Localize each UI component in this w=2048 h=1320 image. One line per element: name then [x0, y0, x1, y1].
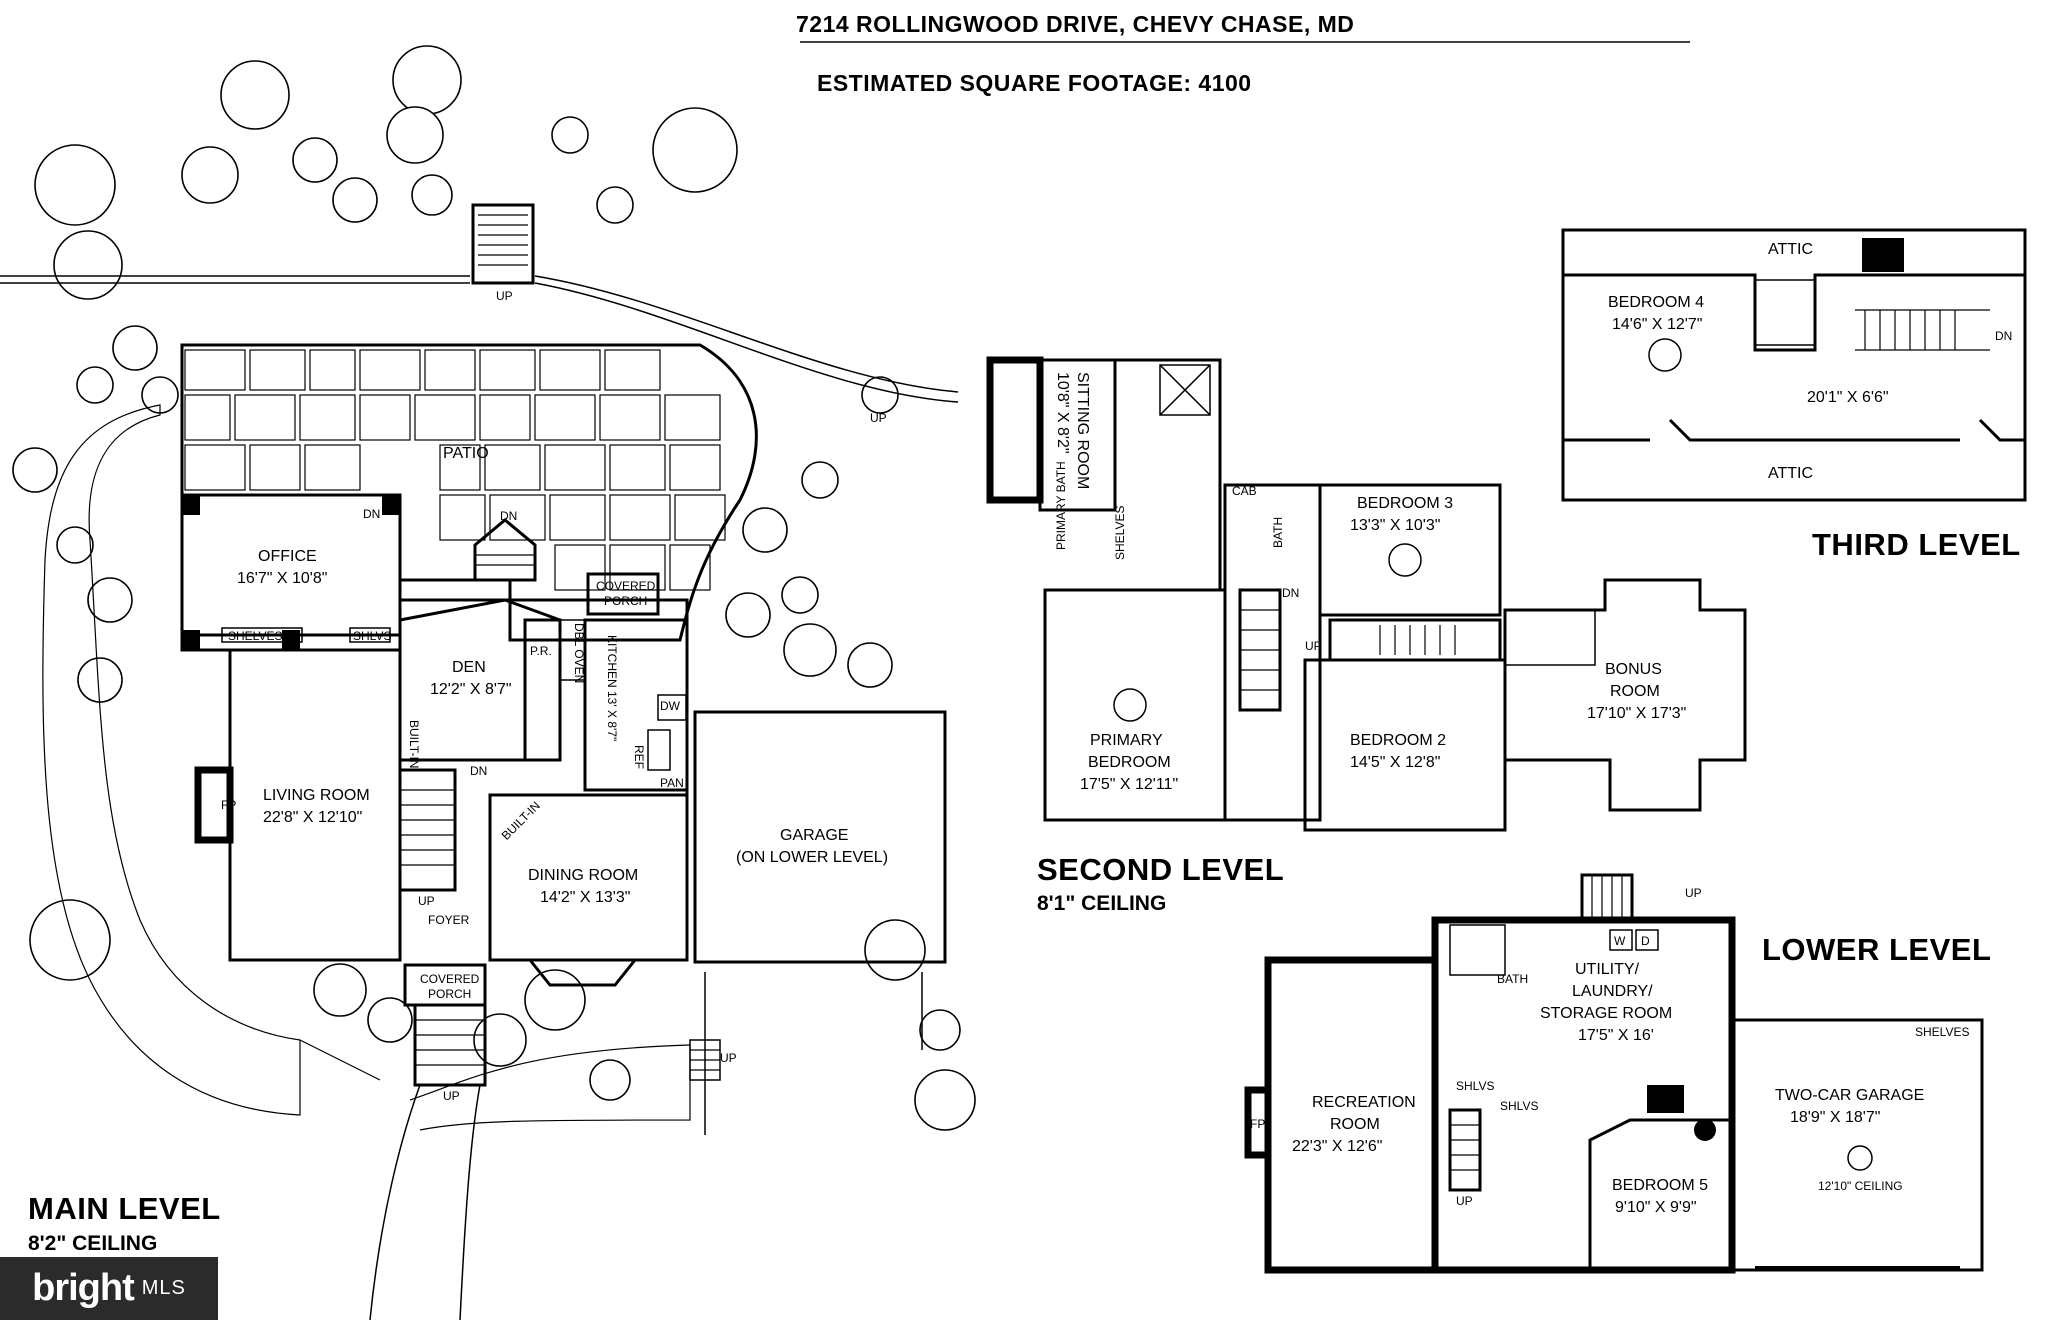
bonus-room-dimensions: 17'10" X 17'3"	[1587, 705, 1686, 722]
foyer-stair-dn-label: DN	[470, 764, 487, 778]
front-porch-label-2: PORCH	[428, 987, 471, 1001]
second-stair-up-label: UP	[1305, 639, 1322, 653]
second-level-title: SECOND LEVEL	[1037, 852, 1284, 887]
main-level-title: MAIN LEVEL	[28, 1191, 221, 1226]
office-dn-label: DN	[363, 507, 380, 521]
garage-label-1: GARAGE	[780, 827, 848, 844]
third-level-plan: ATTIC DN BEDROOM 4 14'6" X 12'7" 20'1" X…	[1561, 228, 2027, 502]
utility-label-2: LAUNDRY/	[1572, 983, 1653, 1000]
side-stair-up-label: UP	[720, 1051, 737, 1065]
svg-text:UP: UP	[496, 289, 513, 303]
pantry-label: PAN	[660, 776, 684, 790]
lower-level-plan: UP BATH W D UTILITY/ LAUNDRY/ STORAGE RO…	[1244, 873, 1984, 1274]
bedroom-3-dimensions: 13'3" X 10'3"	[1350, 517, 1440, 534]
front-stair-up-label: UP	[443, 1089, 460, 1103]
office-dimensions: 16'7" X 10'8"	[237, 570, 327, 587]
bright-logo-text: bright	[32, 1267, 135, 1309]
lower-garage-shelves-label: SHELVES	[1915, 1025, 1969, 1039]
bedroom-4-label: BEDROOM 4	[1608, 294, 1704, 311]
address-title: 7214 ROLLINGWOOD DRIVE, CHEVY CHASE, MD	[796, 11, 1354, 37]
lower-bath-label: BATH	[1497, 972, 1528, 986]
svg-text:UP: UP	[870, 411, 887, 425]
mls-logo-text: MLS	[141, 1277, 186, 1299]
main-level-plan: UP UP PATIO	[0, 203, 959, 1320]
third-stair-dn-label: DN	[1995, 329, 2012, 343]
sitting-room-label: SITTING ROOM	[1074, 372, 1091, 489]
sitting-room-dimensions: 10'8" X 8'2"	[1054, 372, 1071, 454]
attic-bottom-label: ATTIC	[1768, 465, 1813, 482]
third-hall-dimensions: 20'1" X 6'6"	[1807, 389, 1889, 406]
refrigerator-label: REF	[632, 745, 646, 769]
foyer-stair-up-label: UP	[418, 894, 435, 908]
two-car-garage-dimensions: 18'9" X 18'7"	[1790, 1109, 1880, 1126]
two-car-garage-ceiling: 12'10" CEILING	[1818, 1179, 1903, 1193]
bedroom-3-label: BEDROOM 3	[1357, 495, 1453, 512]
utility-dimensions: 17'5" X 16'	[1578, 1027, 1654, 1044]
second-stair-dn-label: DN	[1282, 586, 1299, 600]
two-car-garage-label: TWO-CAR GARAGE	[1775, 1087, 1924, 1104]
primary-bedroom-label-1: PRIMARY	[1090, 732, 1163, 749]
office-label: OFFICE	[258, 548, 317, 565]
second-level-plan: SITTING ROOM 10'8" X 8'2" PRIMARY BATH S…	[986, 356, 1747, 832]
attic-top-label: ATTIC	[1768, 241, 1813, 258]
garage-label-2: (ON LOWER LEVEL)	[736, 849, 888, 866]
second-shelves-label: SHELVES	[1113, 506, 1127, 560]
utility-label-3: STORAGE ROOM	[1540, 1005, 1672, 1022]
patio-stair-dn-label: DN	[500, 509, 517, 523]
living-room-label: LIVING ROOM	[263, 787, 370, 804]
third-level-title: THIRD LEVEL	[1812, 527, 2021, 562]
primary-bath-label: PRIMARY BATH	[1054, 461, 1068, 550]
lower-inner-stair-up-label: UP	[1456, 1194, 1473, 1208]
dryer-label: D	[1641, 934, 1650, 948]
lower-shlvs-label-2: SHLVS	[1500, 1099, 1538, 1113]
recreation-room-label-1: RECREATION	[1312, 1094, 1416, 1111]
dishwasher-label: DW	[660, 699, 681, 713]
dining-room-label: DINING ROOM	[528, 867, 638, 884]
second-cab-label: CAB	[1232, 484, 1257, 498]
second-level-ceiling: 8'1" CEILING	[1037, 892, 1166, 915]
bonus-room-label-1: BONUS	[1605, 661, 1662, 678]
landscaping-trees	[12, 45, 976, 1131]
bedroom-5-dimensions: 9'10" X 9'9"	[1615, 1199, 1697, 1216]
lower-shlvs-label-1: SHLVS	[1456, 1079, 1494, 1093]
primary-bedroom-dimensions: 17'5" X 12'11"	[1080, 776, 1178, 793]
living-room-dimensions: 22'8" X 12'10"	[263, 809, 362, 826]
den-dimensions: 12'2" X 8'7"	[430, 681, 512, 698]
lower-level-title: LOWER LEVEL	[1762, 932, 1991, 967]
washer-label: W	[1614, 934, 1626, 948]
rear-porch-label-1: COVERED	[596, 579, 656, 593]
main-level-ceiling: 8'2" CEILING	[28, 1232, 157, 1255]
den-built-in-label: BUILT-IN	[407, 720, 421, 768]
office-shlvs-label: SHLVS	[353, 629, 391, 643]
patio-label: PATIO	[443, 445, 489, 462]
square-footage: ESTIMATED SQUARE FOOTAGE: 4100	[817, 70, 1252, 96]
double-oven-label: DBL OVEN	[572, 623, 586, 683]
bright-mls-logo: bright MLS	[0, 1257, 218, 1320]
recreation-room-dimensions: 22'3" X 12'6"	[1292, 1138, 1382, 1155]
utility-label-1: UTILITY/	[1575, 961, 1640, 978]
living-fireplace-label: FP	[221, 798, 236, 812]
kitchen-label: KITCHEN 13' X 8'7"	[605, 635, 619, 741]
recreation-room-label-2: ROOM	[1330, 1116, 1380, 1133]
primary-bedroom-label-2: BEDROOM	[1088, 754, 1171, 771]
second-bath-label: BATH	[1271, 517, 1285, 548]
dining-built-in-label: BUILT-IN	[499, 799, 543, 843]
dining-room-dimensions: 14'2" X 13'3"	[540, 889, 630, 906]
den-label: DEN	[452, 659, 486, 676]
front-porch-label-1: COVERED	[420, 972, 480, 986]
lower-fireplace-label: FP	[1250, 1117, 1265, 1131]
lower-stair-up-label: UP	[1685, 886, 1702, 900]
bedroom-2-dimensions: 14'5" X 12'8"	[1350, 754, 1440, 771]
foyer-label: FOYER	[428, 913, 470, 927]
office-shelves-label: SHELVES	[228, 629, 282, 643]
bedroom-2-label: BEDROOM 2	[1350, 732, 1446, 749]
powder-room-label: P.R.	[530, 644, 552, 658]
bedroom-4-dimensions: 14'6" X 12'7"	[1612, 316, 1702, 333]
bonus-room-label-2: ROOM	[1610, 683, 1660, 700]
bedroom-5-label: BEDROOM 5	[1612, 1177, 1708, 1194]
rear-porch-label-2: PORCH	[604, 594, 647, 608]
